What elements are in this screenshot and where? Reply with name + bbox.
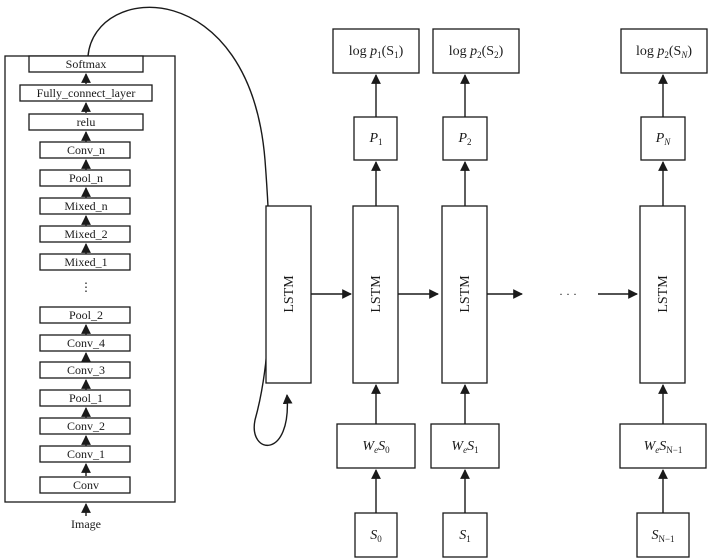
- svg-text:Conv_1: Conv_1: [67, 447, 105, 461]
- svg-text:log p2(SN): log p2(SN): [636, 44, 692, 60]
- svg-text:Mixed_2: Mixed_2: [64, 227, 107, 241]
- input-box-2: S1: [442, 512, 488, 558]
- cnn-ellipsis: ⋮: [80, 280, 92, 294]
- cnn-layer-mixed-2: Mixed_2: [39, 225, 131, 243]
- svg-text:P2: P2: [457, 131, 471, 147]
- svg-text:WeS1: WeS1: [451, 439, 478, 455]
- svg-text:Pool_1: Pool_1: [69, 391, 103, 405]
- input-box-1: S0: [354, 512, 398, 558]
- prob-box-1: P1: [353, 116, 398, 161]
- lstm-cell-1: LSTM: [352, 205, 399, 384]
- svg-text:Softmax: Softmax: [66, 57, 107, 71]
- cnn-layer-pool-2: Pool_2: [39, 306, 131, 324]
- svg-text:WeS0: WeS0: [362, 439, 390, 455]
- cnn-layer-mixed-1: Mixed_1: [39, 253, 131, 271]
- input-box-n: SN−1: [636, 512, 690, 558]
- cnn-layer-conv-n: Conv_n: [39, 141, 131, 159]
- svg-text:Mixed_n: Mixed_n: [64, 199, 107, 213]
- svg-text:S0: S0: [370, 528, 382, 544]
- cnn-layer-softmax: Softmax: [28, 55, 144, 73]
- svg-text:Conv_2: Conv_2: [67, 419, 105, 433]
- cnn-layer-conv-4: Conv_4: [39, 334, 131, 352]
- svg-text:log p1(S1): log p1(S1): [349, 44, 404, 60]
- svg-text:Conv_4: Conv_4: [67, 336, 105, 350]
- svg-text:PN: PN: [655, 131, 672, 147]
- cnn-layer-fully-connect: Fully_connect_layer: [19, 84, 153, 102]
- cnn-layer-mixed-n: Mixed_n: [39, 197, 131, 215]
- svg-text:Mixed_1: Mixed_1: [64, 255, 107, 269]
- svg-text:LSTM: LSTM: [282, 275, 297, 313]
- image-label: Image: [71, 517, 101, 531]
- svg-text:Conv: Conv: [73, 478, 99, 492]
- cnn-layer-conv-3: Conv_3: [39, 361, 131, 379]
- svg-text:LSTM: LSTM: [458, 275, 473, 313]
- embedding-box-2: WeS1: [430, 423, 500, 469]
- embedding-box-1: WeS0: [336, 423, 416, 469]
- lstm-cell-n: LSTM: [639, 205, 686, 384]
- cnn-layer-conv-2: Conv_2: [39, 417, 131, 435]
- svg-text:Conv_n: Conv_n: [67, 143, 105, 157]
- lstm-initial-cell: LSTM: [265, 205, 312, 384]
- svg-text:LSTM: LSTM: [656, 275, 671, 313]
- output-box-n: log p2(SN): [620, 28, 708, 74]
- lstm-ellipsis: · · ·: [559, 287, 577, 301]
- output-box-2: log p2(S2): [432, 28, 520, 74]
- svg-text:S1: S1: [459, 528, 471, 544]
- embedding-box-n: WeSN−1: [619, 423, 707, 469]
- svg-text:Pool_n: Pool_n: [69, 171, 103, 185]
- svg-text:relu: relu: [77, 115, 96, 129]
- cnn-layer-pool-n: Pool_n: [39, 169, 131, 187]
- svg-text:Pool_2: Pool_2: [69, 308, 103, 322]
- cnn-layer-conv-1: Conv_1: [39, 445, 131, 463]
- cnn-layer-relu: relu: [28, 113, 144, 131]
- svg-text:P1: P1: [368, 131, 382, 147]
- output-box-1: log p1(S1): [332, 28, 420, 74]
- cnn-layer-pool-1: Pool_1: [39, 389, 131, 407]
- svg-text:SN−1: SN−1: [651, 528, 674, 544]
- prob-box-2: P2: [442, 116, 488, 161]
- prob-box-n: PN: [640, 116, 686, 161]
- svg-text:Fully_connect_layer: Fully_connect_layer: [37, 86, 136, 100]
- svg-text:log p2(S2): log p2(S2): [449, 44, 504, 60]
- cnn-layer-conv: Conv: [39, 476, 131, 494]
- svg-text:LSTM: LSTM: [369, 275, 384, 313]
- svg-text:WeSN−1: WeSN−1: [644, 439, 683, 455]
- lstm-cell-2: LSTM: [441, 205, 488, 384]
- svg-text:Conv_3: Conv_3: [67, 363, 105, 377]
